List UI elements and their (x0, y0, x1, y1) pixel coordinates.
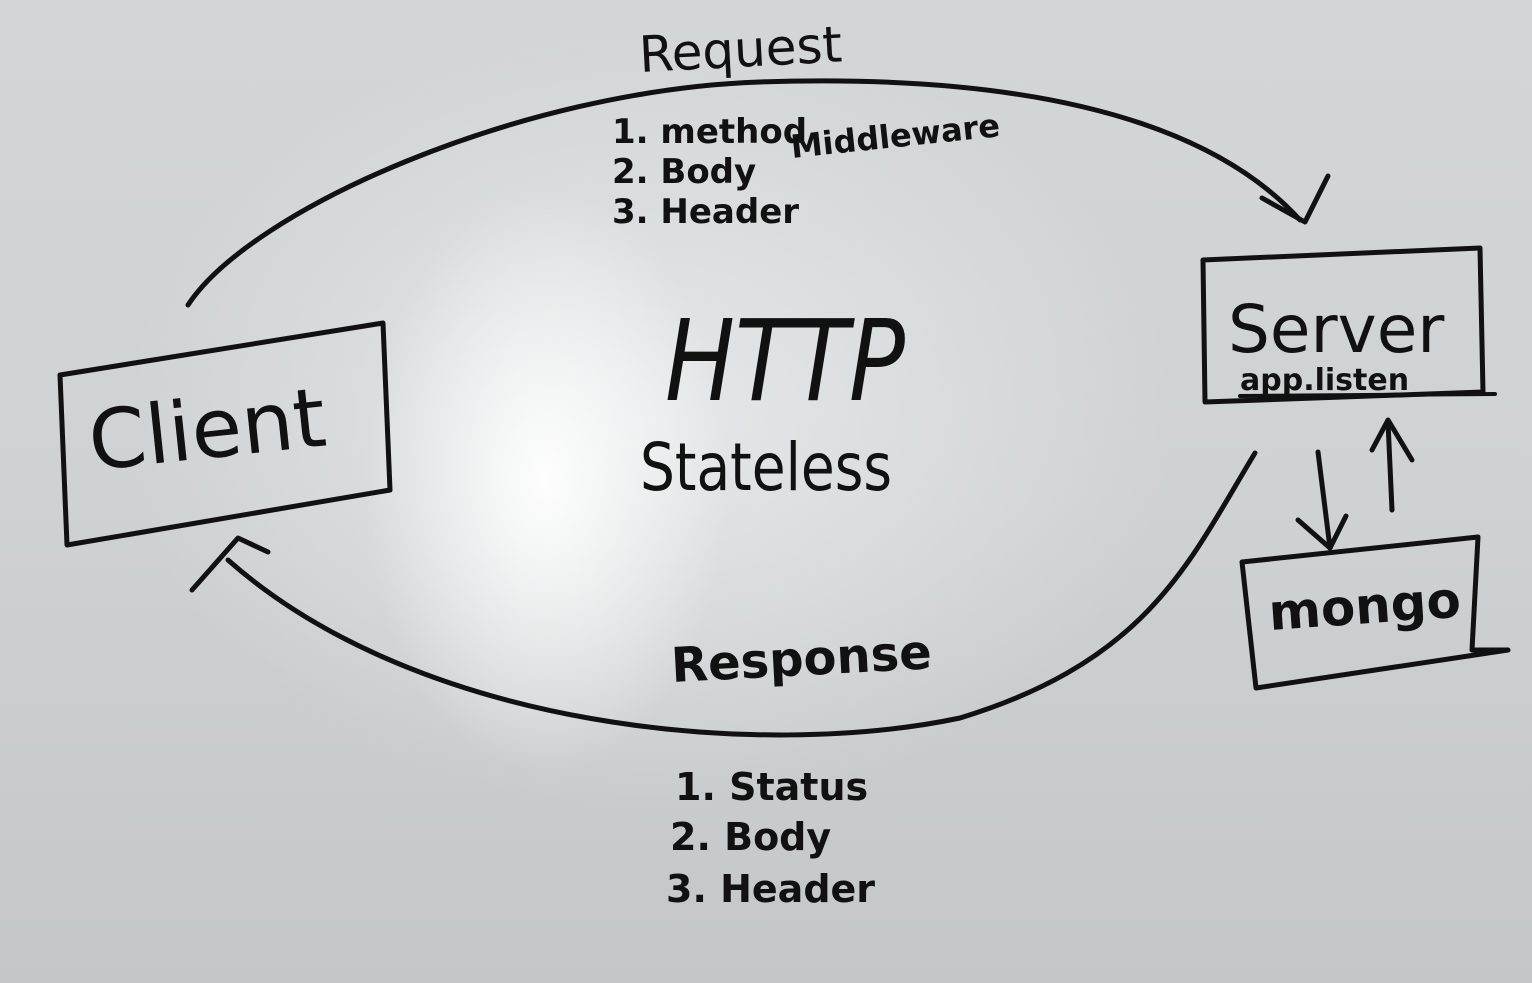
middleware-note: Middleware (789, 106, 1002, 166)
client-label: Client (84, 371, 330, 490)
server-to-mongo-arrow (1315, 449, 1333, 551)
server-box (1200, 245, 1486, 405)
client-box (57, 320, 393, 548)
server-to-mongo-arrowhead (1295, 513, 1349, 551)
response-title: Response (670, 624, 933, 694)
server-sublabel: app.listen (1240, 363, 1409, 398)
request-item: 1. method (612, 112, 807, 152)
server-label: Server (1228, 291, 1445, 368)
request-item: 3. Header (612, 192, 799, 232)
response-arrowhead (189, 535, 271, 593)
response-item: 1. Status (675, 765, 868, 809)
protocol-title: HTTP (665, 297, 905, 427)
mongo-label: mongo (1267, 571, 1463, 642)
response-arrow (225, 450, 1258, 738)
server-underline (1238, 392, 1497, 398)
mongo-to-server-arrow (1385, 419, 1395, 513)
mongo-to-server-arrowhead (1369, 417, 1415, 463)
request-arrow (185, 78, 1303, 308)
request-arrowhead (1259, 173, 1331, 225)
request-item: 2. Body (612, 152, 756, 192)
response-item: 2. Body (670, 815, 831, 859)
request-title: Request (638, 15, 844, 84)
response-item: 3. Header (666, 867, 875, 911)
mongo-box (1239, 534, 1511, 691)
protocol-subtitle: Stateless (640, 429, 892, 506)
